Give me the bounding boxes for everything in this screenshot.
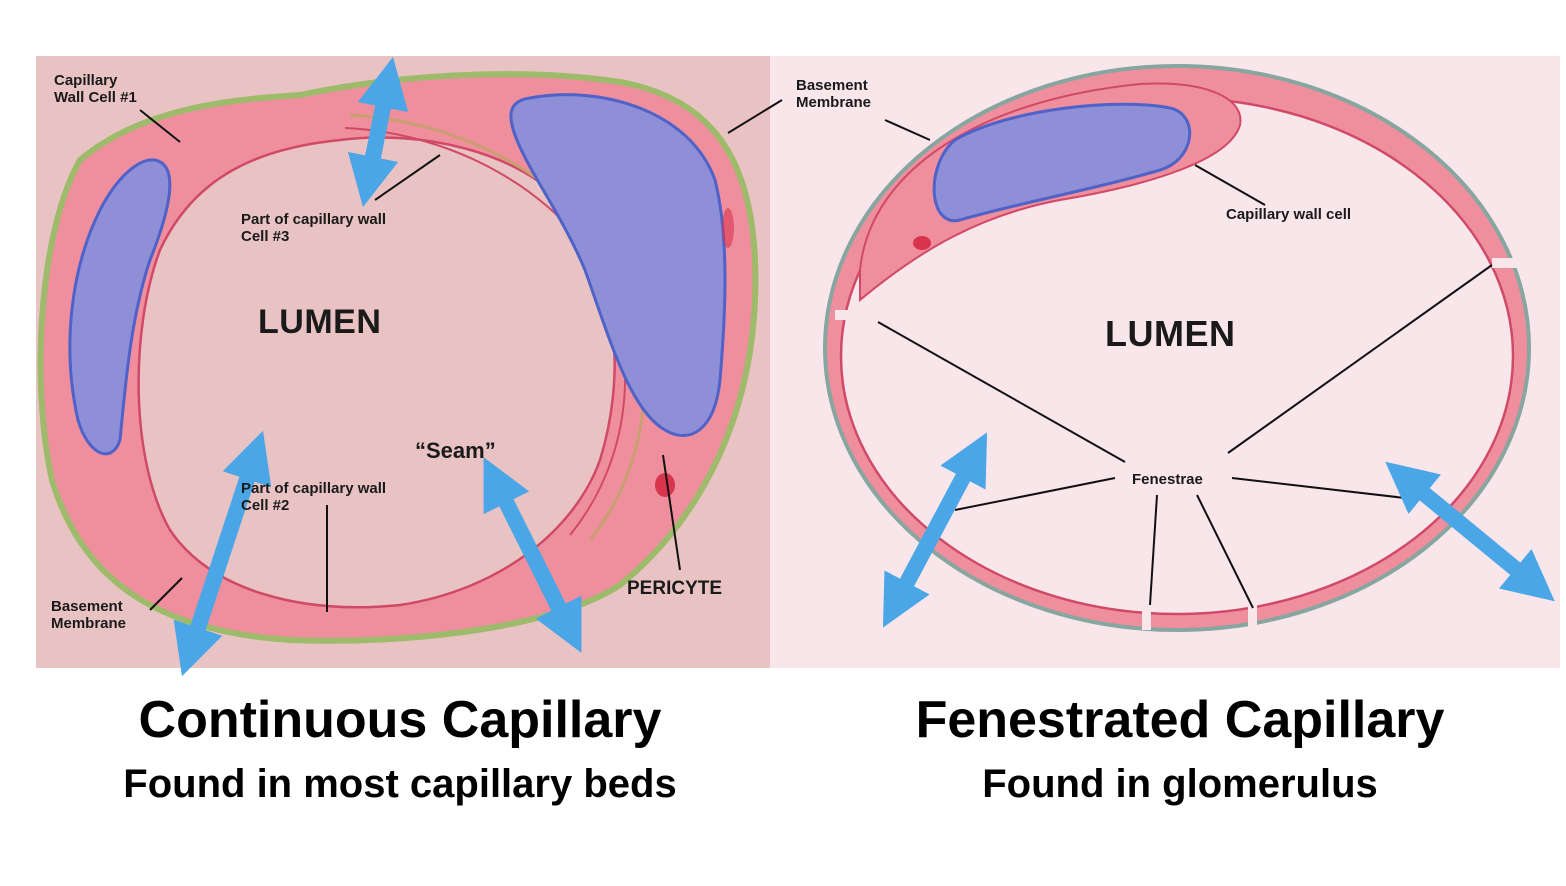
- leader-wall-cell: [1194, 164, 1266, 206]
- label-line: Capillary: [54, 72, 118, 89]
- label-line: Wall Cell #1: [54, 89, 137, 107]
- caption-title-fenestrated: Fenestrated Capillary: [915, 691, 1445, 749]
- leader-pericyte: [662, 454, 681, 571]
- nucleus-wall-cell: [932, 102, 1192, 223]
- leader-fenestra: [1149, 494, 1158, 606]
- nucleus-wall-cell-1: [68, 158, 172, 456]
- fenestra: [835, 310, 861, 320]
- label-cell-2: Part of capillary wall Cell #2: [241, 480, 386, 515]
- double-headed-arrow-icon: [882, 432, 988, 628]
- fenestra: [1248, 604, 1257, 630]
- label-lumen-right: LUMEN: [1105, 313, 1236, 354]
- continuous-capillary-drawing: [37, 71, 759, 644]
- caption-subtitle-continuous: Found in most capillary beds: [123, 762, 677, 806]
- nucleus-pericyte-region: [509, 93, 727, 437]
- double-headed-arrow-icon: [347, 56, 409, 208]
- fenestra: [1142, 604, 1151, 630]
- label-cell-3: Part of capillary wall Cell #3: [241, 211, 386, 246]
- leader-fenestra: [1227, 264, 1493, 454]
- label-capillary-wall-cell: Capillary wall cell: [1226, 206, 1352, 223]
- leader-basement-top: [727, 99, 783, 134]
- leader-fenestra: [877, 321, 1126, 463]
- label-seam: “Seam”: [415, 438, 496, 463]
- label-line: Part of capillary wall: [241, 211, 387, 228]
- leader-basement-right: [884, 119, 931, 141]
- label-line: Basement: [51, 598, 123, 615]
- label-capillary-wall-cell-1: Capillary Wall Cell #1: [54, 72, 137, 107]
- pericyte-granule: [655, 473, 675, 497]
- leader-wall-cell-1: [139, 109, 181, 143]
- double-headed-arrow-icon: [173, 430, 272, 677]
- leader-fenestra: [1231, 477, 1406, 499]
- double-headed-arrow-icon: [483, 457, 582, 653]
- label-line: Basement: [796, 77, 868, 94]
- leader-fenestra: [1196, 494, 1254, 609]
- label-basement-membrane-top: Basement Membrane: [796, 77, 871, 112]
- label-line: Membrane: [796, 94, 872, 112]
- label-fenestrae: Fenestrae: [1130, 471, 1205, 489]
- pericyte-granule: [722, 208, 734, 248]
- caption-subtitle-fenestrated: Found in glomerulus: [982, 762, 1378, 806]
- label-line: Membrane: [51, 615, 127, 633]
- granule: [913, 236, 931, 250]
- lumen-area: [137, 136, 616, 609]
- label-lumen-left: LUMEN: [258, 303, 382, 341]
- label-pericyte: PERICYTE: [627, 578, 723, 599]
- label-line: Part of capillary wall: [241, 480, 387, 497]
- fenestra: [1492, 258, 1518, 268]
- label-line: Cell #2: [241, 497, 290, 515]
- right-leader-lines: [877, 119, 1493, 609]
- double-headed-arrow-icon: [1385, 461, 1555, 602]
- fenestrated-capillary-drawing: [823, 64, 1531, 632]
- label-line: Cell #3: [241, 228, 290, 246]
- label-basement-membrane-left: Basement Membrane: [51, 598, 126, 633]
- caption-title-continuous: Continuous Capillary: [138, 691, 662, 749]
